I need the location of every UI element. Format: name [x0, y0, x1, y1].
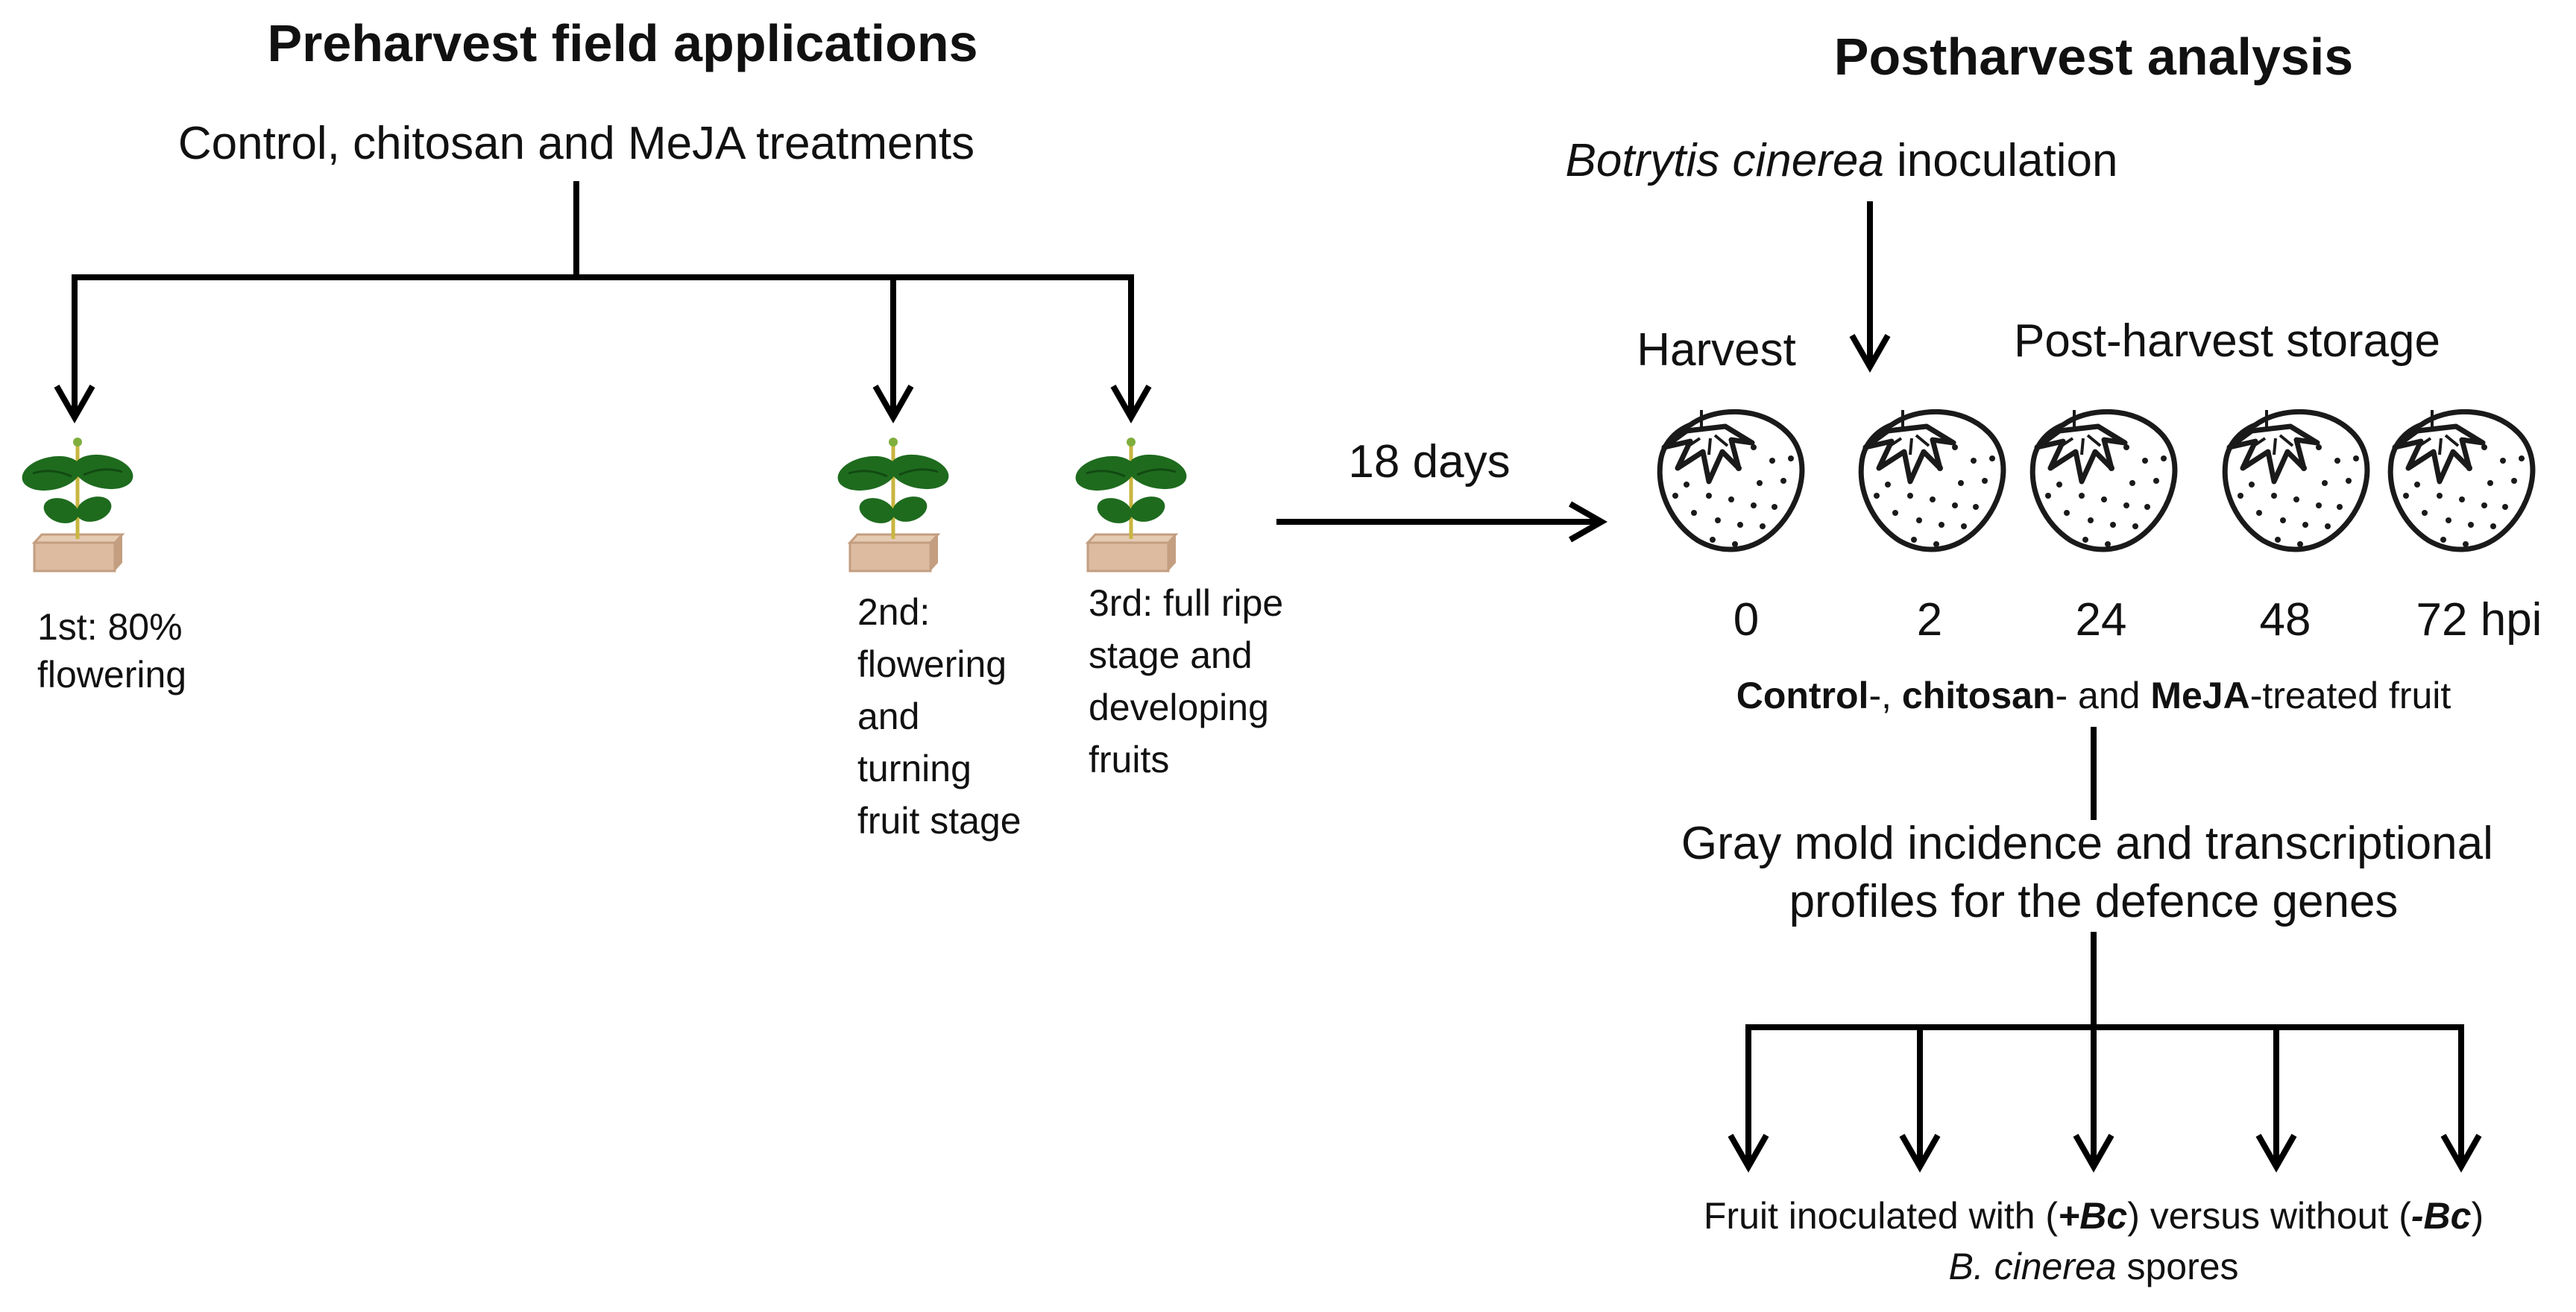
- timepoint-labels: 0 2 24 48 72 hpi: [1733, 594, 2542, 646]
- strawberry-icon: [2390, 410, 2533, 549]
- strawberry-icon: [2225, 410, 2367, 549]
- harvest-label: Harvest: [1637, 324, 1796, 376]
- treated-fruit-label: Control-, chitosan- and MeJA-treated fru…: [1736, 675, 2451, 716]
- stage2-label: 2nd: flowering and turning fruit stage: [857, 591, 1021, 842]
- treatments-label: Control, chitosan and MeJA treatments: [178, 118, 974, 169]
- outcome-label: Fruit inoculated with (+Bc) versus witho…: [1704, 1195, 2484, 1237]
- timepoint-0: 0: [1733, 594, 1759, 646]
- preharvest-tree-lines: [54, 181, 1152, 424]
- stage1-label: 1st: 80% flowering: [37, 606, 192, 696]
- timepoint-24: 24: [2076, 594, 2127, 646]
- seedling-icon: [19, 438, 136, 571]
- timepoint-72: 72 hpi: [2416, 594, 2542, 646]
- stage3-label: 3rd: full ripe stage and developing frui…: [1089, 582, 1294, 780]
- duration-label: 18 days: [1348, 436, 1510, 488]
- timepoint-2: 2: [1917, 594, 1942, 646]
- analysis-label: Gray mold incidence and transcriptional …: [1681, 818, 2506, 927]
- storage-label: Post-harvest storage: [2014, 315, 2440, 367]
- timepoint-48: 48: [2260, 594, 2311, 646]
- preharvest-title: Preharvest field applications: [267, 14, 977, 72]
- strawberry-icon: [2032, 410, 2175, 549]
- postharvest-title: Postharvest analysis: [1834, 28, 2353, 86]
- strawberry-icon: [1861, 410, 2003, 549]
- inoculation-label: Botrytis cinerea inoculation: [1566, 135, 2118, 186]
- outcome-label-line2: B. cinerea spores: [1948, 1246, 2238, 1287]
- outcome-tree-lines: [1728, 932, 2482, 1173]
- seedling-icon: [834, 438, 951, 571]
- seedling-icon: [1072, 438, 1189, 571]
- strawberry-icon: [1660, 410, 1802, 549]
